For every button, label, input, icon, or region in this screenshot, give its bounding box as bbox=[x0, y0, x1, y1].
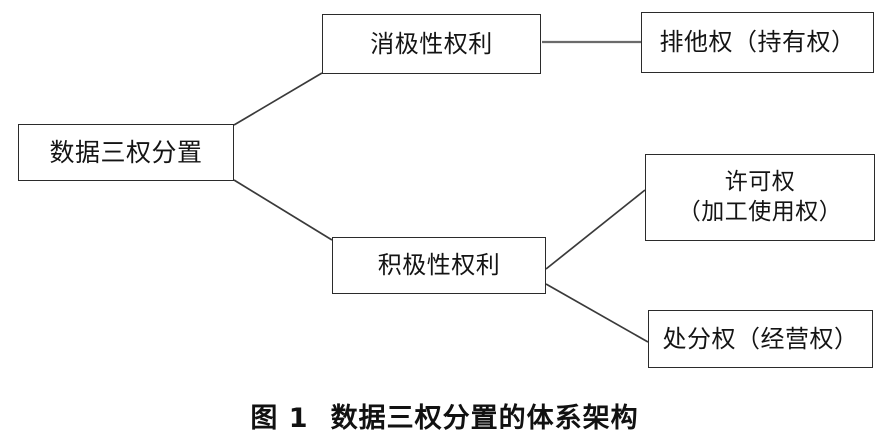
figure-caption-number: 图 1 bbox=[250, 403, 309, 434]
figure-caption-title: 数据三权分置的体系架构 bbox=[330, 403, 639, 434]
node-data-three-rights-separation: 数据三权分置 bbox=[18, 124, 234, 181]
edge-root-to-positive-rights bbox=[233, 179, 333, 241]
edge-positive-rights-to-license-right bbox=[545, 189, 646, 270]
node-positive-rights: 积极性权利 bbox=[332, 237, 546, 294]
node-exclusive-right-label: 排他权（持有权） bbox=[659, 28, 856, 57]
edge-root-to-negative-rights bbox=[233, 72, 323, 126]
node-positive-rights-label: 积极性权利 bbox=[377, 251, 501, 280]
node-exclusive-right: 排他权（持有权） bbox=[641, 12, 874, 73]
node-license-right-label: 许可权 （加工使用权） bbox=[677, 169, 843, 225]
node-disposal-right: 处分权（经营权） bbox=[648, 310, 873, 368]
figure-caption: 图 1 数据三权分置的体系架构 bbox=[0, 396, 889, 435]
node-negative-rights: 消极性权利 bbox=[322, 14, 541, 74]
node-root-label: 数据三权分置 bbox=[49, 137, 203, 167]
node-disposal-right-label: 处分权（经营权） bbox=[662, 324, 859, 353]
node-license-right: 许可权 （加工使用权） bbox=[645, 154, 875, 241]
edge-positive-rights-to-disposal-right bbox=[545, 283, 649, 343]
node-negative-rights-label: 消极性权利 bbox=[370, 29, 493, 58]
